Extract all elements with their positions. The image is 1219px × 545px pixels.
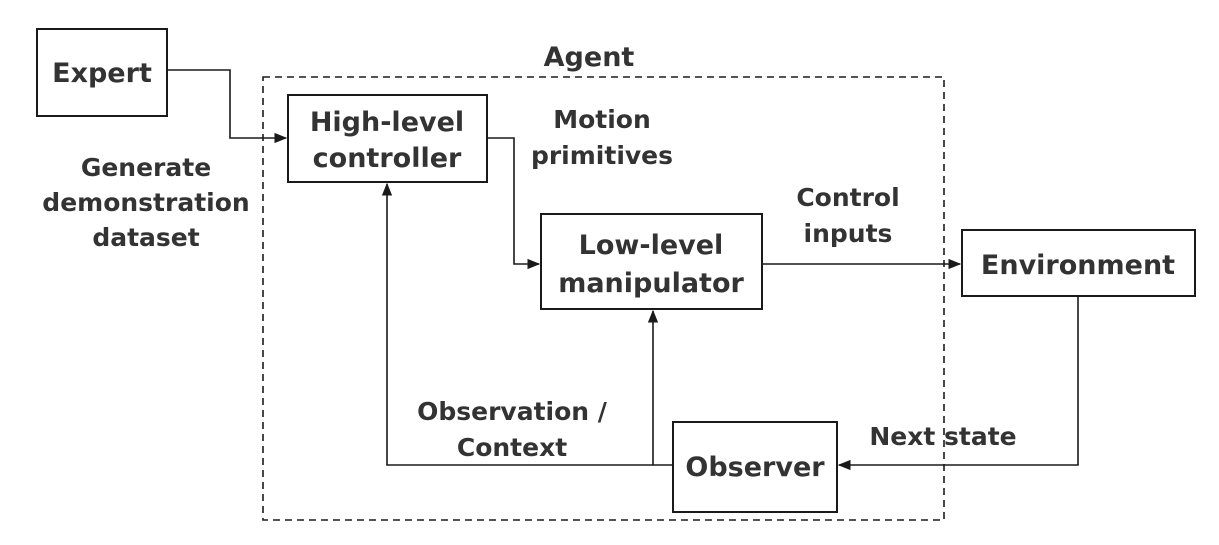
control-inputs-label: Control inputs (796, 183, 899, 248)
control-inputs-line-1: Control (796, 183, 899, 212)
observation-context-line-2: Context (457, 433, 567, 462)
svg-text:primitives: primitives (531, 141, 673, 170)
low-level-manipulator-node: Low-level manipulator (540, 213, 763, 310)
edge-observer-to-controller (381, 182, 673, 466)
svg-text:manipulator: manipulator (558, 268, 744, 299)
edge-expert-to-controller (167, 69, 288, 144)
svg-text:Generate: Generate (81, 153, 211, 182)
edge-controller-to-manipulator (487, 137, 541, 270)
svg-text:demonstration: demonstration (42, 188, 249, 217)
generate-label-line-2: demonstration (42, 188, 249, 217)
agent-title: Agent (544, 42, 635, 73)
motion-primitives-label: Motion primitives (531, 105, 673, 170)
generate-label-line-3: dataset (92, 223, 199, 252)
expert-label: Expert (52, 58, 152, 89)
svg-text:inputs: inputs (804, 219, 893, 248)
high-level-controller-label-line-2: controller (313, 143, 462, 174)
observer-node: Observer (672, 421, 838, 513)
observation-context-line-1: Observation / (417, 397, 608, 426)
svg-text:Observation /: Observation / (417, 397, 608, 426)
control-inputs-line-2: inputs (804, 219, 893, 248)
low-level-manipulator-label-line-1: Low-level (579, 230, 724, 261)
motion-primitives-line-1: Motion (553, 105, 651, 134)
high-level-controller-node: High-level controller (287, 94, 488, 183)
svg-text:Low-level: Low-level (579, 230, 724, 261)
high-level-controller-label-line-1: High-level (310, 107, 464, 138)
svg-text:controller: controller (313, 143, 462, 174)
environment-node: Environment (961, 229, 1196, 297)
next-state-label: Next state (869, 422, 1016, 451)
observer-label: Observer (685, 452, 825, 483)
environment-label: Environment (981, 250, 1175, 281)
svg-text:Control: Control (796, 183, 899, 212)
svg-text:Context: Context (457, 433, 567, 462)
low-level-manipulator-label-line-2: manipulator (558, 268, 744, 299)
agent-boundary (262, 76, 945, 521)
generate-label-line-1: Generate (81, 153, 211, 182)
expert-node: Expert (36, 28, 168, 117)
observation-context-label: Observation / Context (417, 397, 608, 462)
generate-demonstration-label: Generate demonstration dataset (42, 153, 249, 252)
svg-text:High-level: High-level (310, 107, 464, 138)
svg-text:dataset: dataset (92, 223, 199, 252)
svg-text:Motion: Motion (553, 105, 651, 134)
motion-primitives-line-2: primitives (531, 141, 673, 170)
edge-environment-to-observer (837, 296, 1079, 471)
